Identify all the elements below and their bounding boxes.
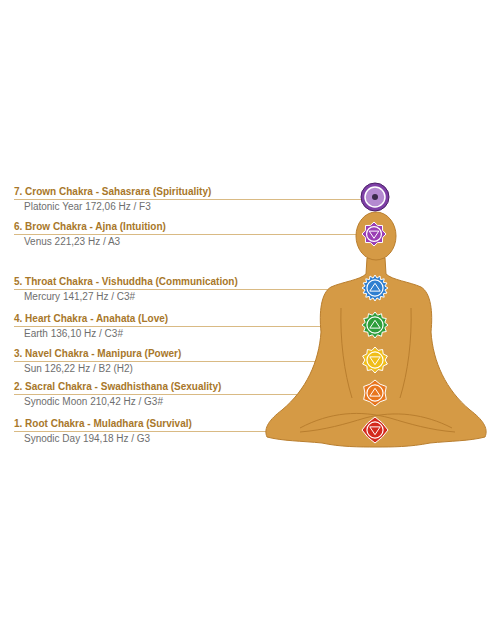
- body-silhouette: [266, 212, 486, 447]
- chakra-title: 7. Crown Chakra - Sahasrara (Spiritualit…: [14, 186, 211, 198]
- frequency-note: Venus 221,23 Hz / A3: [24, 236, 120, 248]
- chakra-title: 1. Root Chakra - Muladhara (Survival): [14, 418, 192, 430]
- chakra-ring: [367, 352, 383, 368]
- chakra-glyph: [369, 231, 379, 238]
- frequency-note: Mercury 141,27 Hz / C3#: [24, 291, 135, 303]
- chakra-petals: [362, 275, 388, 301]
- frequency-note: Sun 126,22 Hz / B2 (H2): [24, 363, 133, 375]
- frequency-note: Synodic Moon 210,42 Hz / G3#: [24, 396, 163, 408]
- chakra-petals: [362, 222, 386, 246]
- chakra-petals: [364, 380, 387, 406]
- chakra-glyph: [370, 283, 380, 291]
- chakra-title: 6. Brow Chakra - Ajna (Intuition): [14, 221, 166, 233]
- chakra-petals: [362, 312, 388, 338]
- chakra-ring: [367, 385, 383, 401]
- chakra-title: 5. Throat Chakra - Vishuddha (Communicat…: [14, 276, 238, 288]
- chakra-title: 4. Heart Chakra - Anahata (Love): [14, 313, 168, 325]
- chakra-title: 3. Navel Chakra - Manipura (Power): [14, 348, 181, 360]
- chakra-ring: [367, 317, 383, 333]
- crown-center: [372, 194, 378, 200]
- crown-chakra: [361, 183, 389, 211]
- chakra-petals: [362, 417, 388, 443]
- chakra-ring: [367, 280, 383, 296]
- frequency-note: Platonic Year 172,06 Hz / F3: [24, 201, 151, 213]
- chakra-symbols: [361, 183, 389, 443]
- crown-inner: [365, 187, 385, 207]
- chakra-petals: [363, 347, 388, 373]
- chakra-glyph: [370, 320, 380, 328]
- chakra-glyph: [370, 427, 380, 435]
- chakra-ring: [367, 227, 382, 242]
- chakra-glyph: [370, 357, 380, 365]
- frequency-note: Synodic Day 194,18 Hz / G3: [24, 433, 150, 445]
- chakra-ring: [367, 422, 383, 438]
- body-contours: [300, 308, 455, 432]
- chakra-title: 2. Sacral Chakra - Swadhisthana (Sexuali…: [14, 381, 221, 393]
- frequency-note: Earth 136,10 Hz / C3#: [24, 328, 123, 340]
- chakra-glyph: [370, 388, 380, 396]
